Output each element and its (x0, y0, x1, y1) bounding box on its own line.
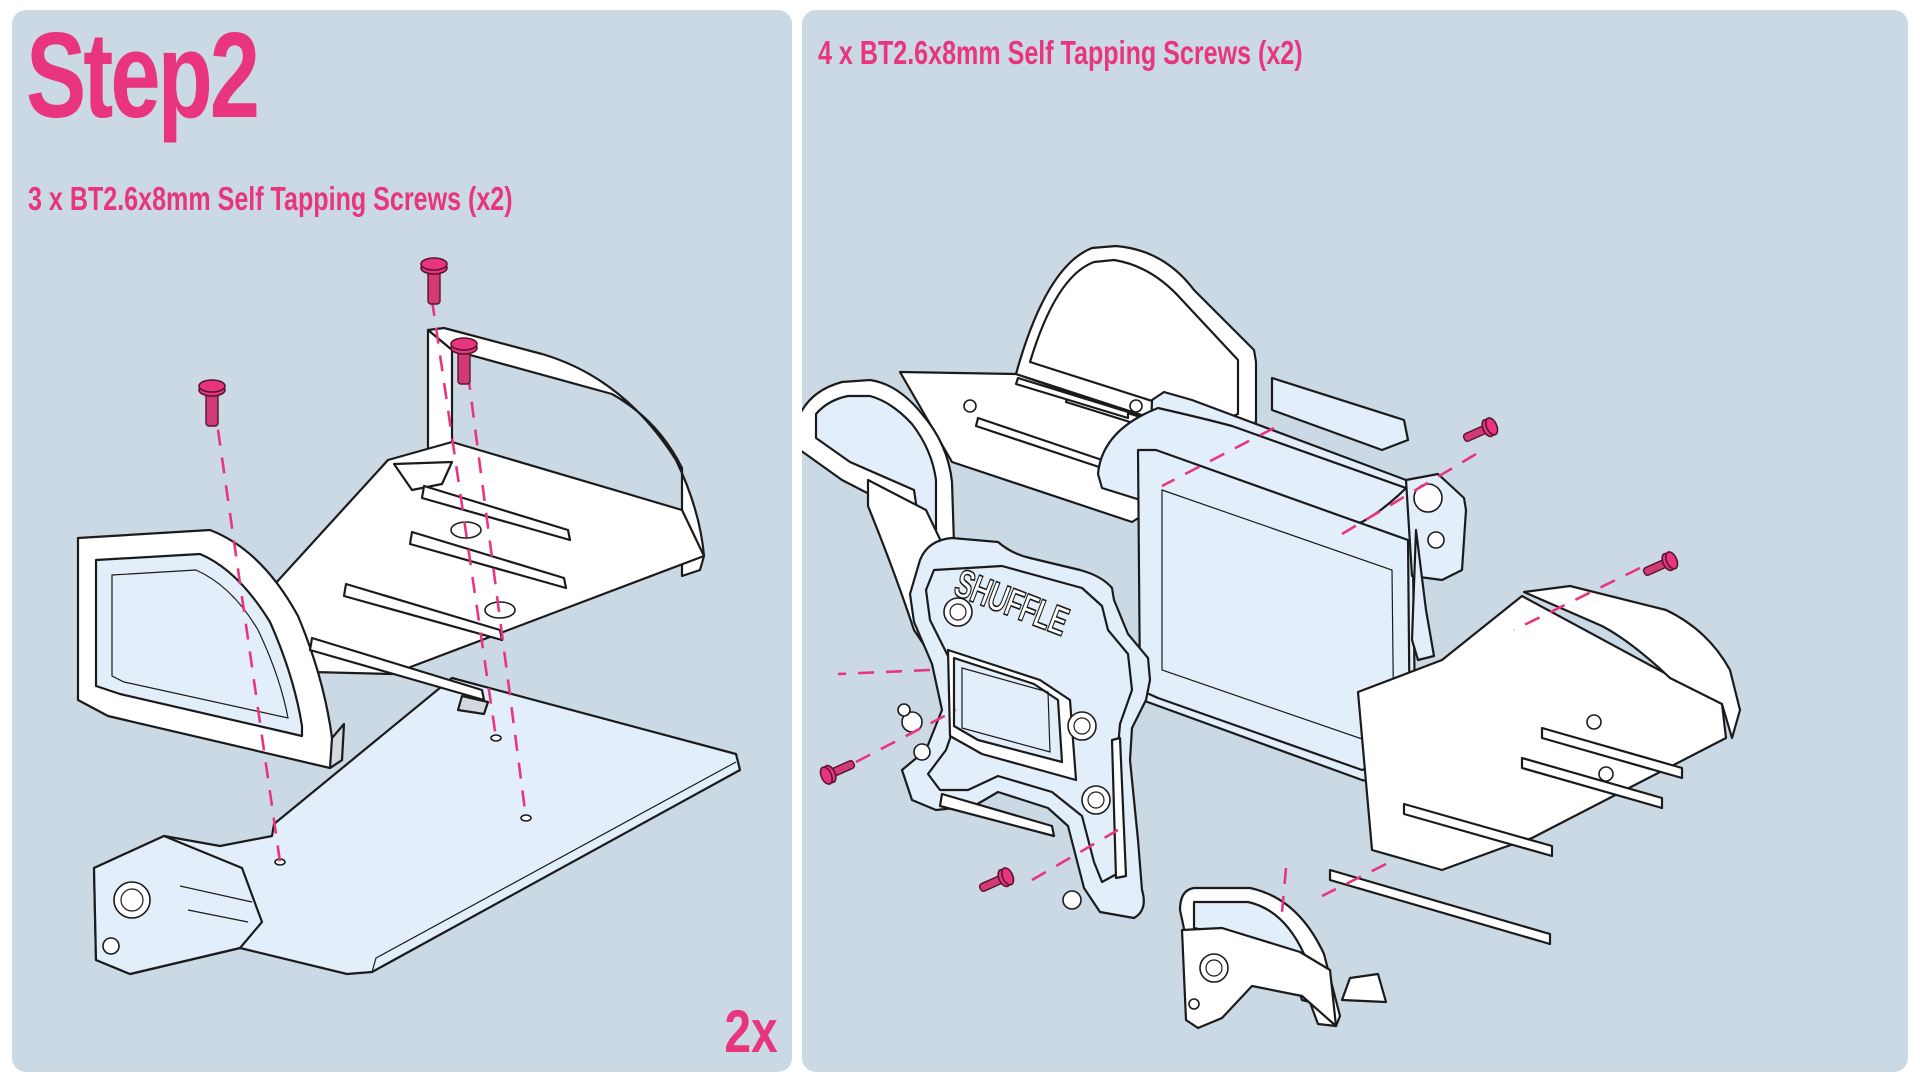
left-assembly-drawing (76, 257, 742, 976)
screw-icon (420, 257, 448, 305)
battery-tray (76, 326, 706, 770)
rear-tray (1178, 584, 1742, 1030)
screw-icon (198, 379, 226, 427)
screw-icon (1462, 417, 1499, 442)
quantity-multiplier: 2x (724, 998, 778, 1065)
screw-icon (1642, 551, 1679, 576)
base-plate (92, 676, 742, 976)
screw-icon (450, 337, 478, 385)
step-title: Step2 (26, 10, 260, 143)
left-screw-note: 3 x BT2.6x8mm Self Tapping Screws (x2) (28, 180, 513, 217)
right-screw-guides (837, 426, 1641, 913)
frame-body (1096, 376, 1468, 790)
left-instruction-panel: Step2 3 x BT2.6x8mm Self Tapping Screws … (12, 10, 792, 1072)
right-instruction-panel: 4 x BT2.6x8mm Self Tapping Screws (x2) (802, 10, 1908, 1072)
right-screw-note: 4 x BT2.6x8mm Self Tapping Screws (x2) (818, 34, 1303, 71)
frame-front-plate: SHUFFLE (897, 536, 1152, 920)
left-screw-guides (212, 299, 528, 863)
right-assembly-drawing: SHUFFLE (802, 244, 1742, 1030)
screw-icon (819, 760, 856, 785)
screw-icon (978, 867, 1015, 892)
